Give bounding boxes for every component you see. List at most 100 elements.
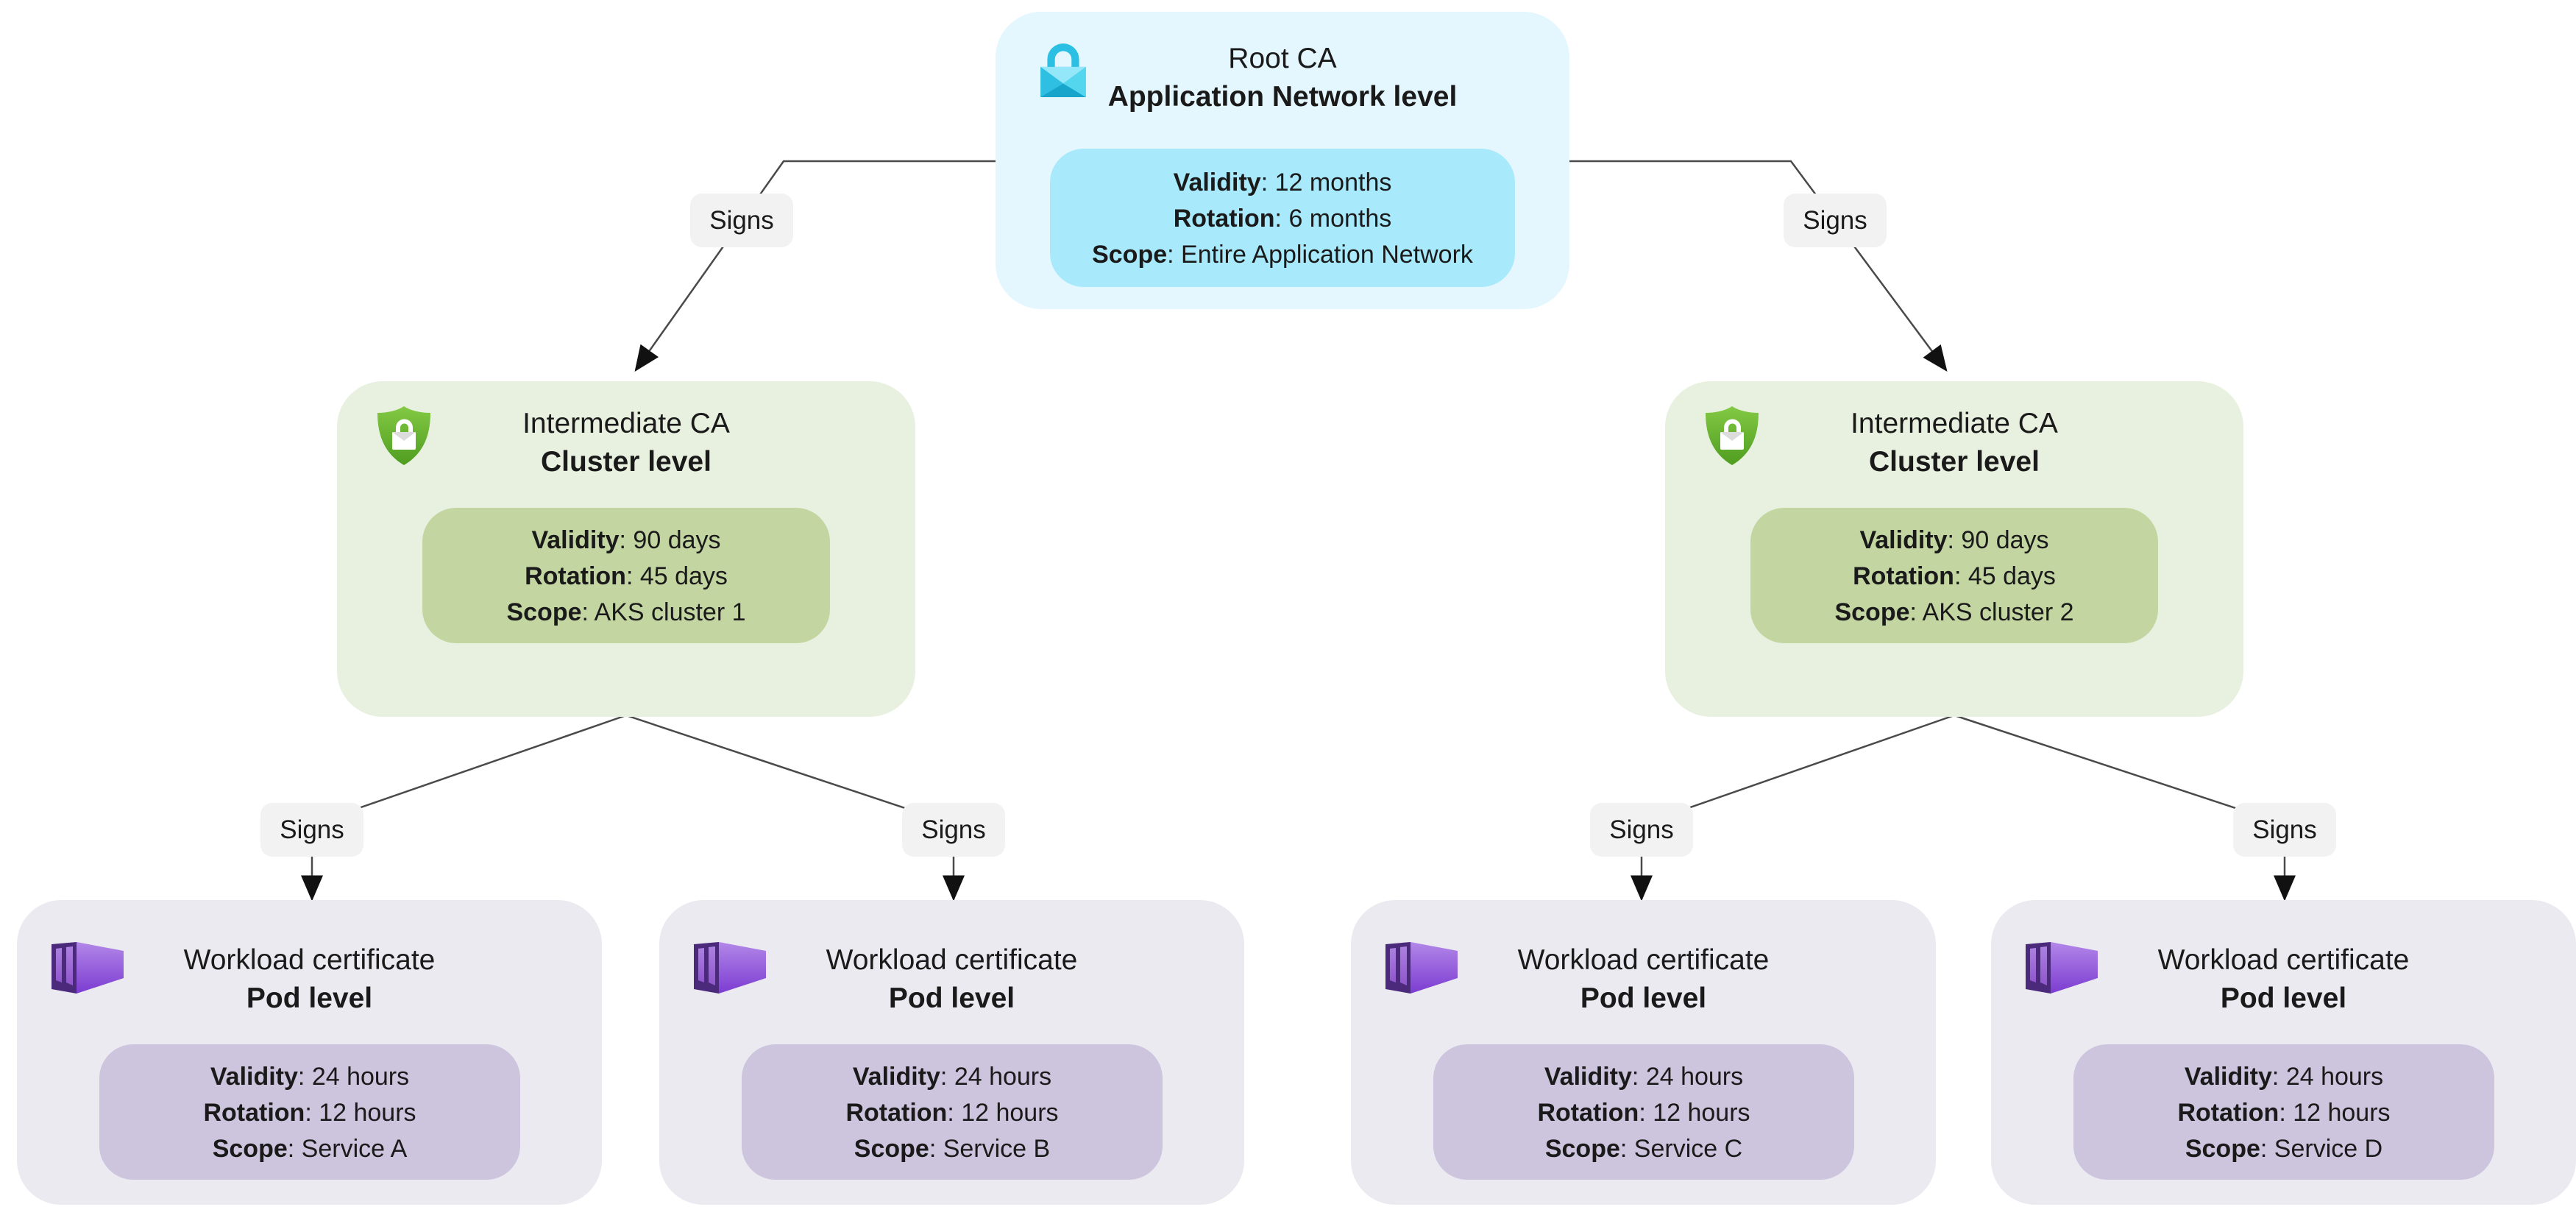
rotation-line: Rotation: 12 hours	[2073, 1095, 2494, 1131]
lock-icon	[1040, 43, 1086, 97]
rotation-line: Rotation: 12 hours	[1433, 1095, 1854, 1131]
container-icon	[2026, 942, 2098, 994]
scope-line: Scope: Service C	[1433, 1131, 1854, 1167]
field-value: : 12 hours	[2279, 1099, 2391, 1127]
root-ca-card: Root CA Application Network level Validi…	[996, 12, 1569, 309]
rotation-line: Rotation: 6 months	[1050, 201, 1515, 237]
workload1-cert-details: Validity: 24 hours Rotation: 12 hours Sc…	[99, 1044, 520, 1180]
field-label: Rotation	[525, 562, 626, 590]
field-label: Scope	[212, 1135, 288, 1163]
rotation-line: Rotation: 12 hours	[99, 1095, 520, 1131]
field-value: : 45 days	[625, 562, 728, 590]
intermediate-ca-2-card: Intermediate CA Cluster level Validity: …	[1665, 381, 2243, 717]
field-label: Validity	[1544, 1063, 1632, 1091]
field-label: Scope	[506, 598, 582, 626]
scope-line: Scope: Entire Application Network	[1050, 237, 1515, 273]
workload-cert-1-card: Workload certificate Pod level Validity:…	[17, 900, 602, 1205]
field-value: : Entire Application Network	[1167, 241, 1473, 269]
workload-cert-3-card: Workload certificate Pod level Validity:…	[1351, 900, 1936, 1205]
field-value: : 24 hours	[2271, 1063, 2384, 1091]
edge-root-to-intermediate1	[634, 160, 996, 372]
field-label: Validity	[1859, 526, 1948, 554]
workload4-cert-details: Validity: 24 hours Rotation: 12 hours Sc…	[2073, 1044, 2494, 1180]
shield-lock-icon	[377, 406, 430, 465]
field-label: Rotation	[1853, 562, 1954, 590]
field-label: Rotation	[845, 1099, 948, 1127]
validity-line: Validity: 12 months	[1050, 165, 1515, 201]
card-level: Pod level	[2220, 982, 2347, 1014]
field-label: Rotation	[2177, 1099, 2279, 1127]
field-label: Rotation	[203, 1099, 305, 1127]
rotation-line: Rotation: 45 days	[1750, 559, 2158, 595]
field-label: Validity	[2184, 1063, 2272, 1091]
scope-line: Scope: Service D	[2073, 1131, 2494, 1167]
field-label: Scope	[1092, 241, 1168, 269]
scope-line: Scope: Service A	[99, 1131, 520, 1167]
workload3-cert-details: Validity: 24 hours Rotation: 12 hours Sc…	[1433, 1044, 1854, 1180]
edge-intermediate2-to-signs3	[1645, 714, 1955, 824]
validity-line: Validity: 24 hours	[2073, 1059, 2494, 1095]
card-level: Application Network level	[1107, 81, 1458, 113]
workload2-cert-details: Validity: 24 hours Rotation: 12 hours Sc…	[742, 1044, 1163, 1180]
card-title: Root CA	[1228, 43, 1337, 74]
validity-line: Validity: 90 days	[1750, 523, 2158, 559]
card-level: Pod level	[888, 982, 1015, 1014]
field-value: : AKS cluster 1	[581, 598, 746, 626]
field-value: : 24 hours	[940, 1063, 1052, 1091]
signs-badge-int2-w4: Signs	[2233, 803, 2336, 857]
field-value: : AKS cluster 2	[1909, 598, 2074, 626]
field-label: Validity	[531, 526, 620, 554]
field-value: : 12 hours	[305, 1099, 416, 1127]
card-title: Workload certificate	[2157, 944, 2410, 976]
field-label: Validity	[1173, 169, 1261, 196]
field-value: : Service A	[287, 1135, 408, 1163]
validity-line: Validity: 24 hours	[99, 1059, 520, 1095]
field-value: : 12 hours	[1639, 1099, 1750, 1127]
card-title: Workload certificate	[826, 944, 1078, 976]
field-label: Rotation	[1173, 205, 1275, 233]
container-icon	[694, 942, 766, 994]
edge-intermediate1-to-signs2	[625, 714, 950, 824]
field-value: : Service B	[929, 1135, 1051, 1163]
field-value: : 6 months	[1274, 205, 1392, 233]
signs-badge-root-int1: Signs	[690, 194, 793, 247]
field-label: Scope	[2185, 1135, 2260, 1163]
validity-line: Validity: 90 days	[422, 523, 830, 559]
card-level: Cluster level	[1869, 446, 2040, 478]
field-value: : 24 hours	[297, 1063, 410, 1091]
field-value: : 12 hours	[947, 1099, 1059, 1127]
field-label: Scope	[1834, 598, 1910, 626]
signs-badge-int2-w3: Signs	[1590, 803, 1693, 857]
signs-badge-root-int2: Signs	[1784, 194, 1887, 247]
intermediate1-cert-details: Validity: 90 days Rotation: 45 days Scop…	[422, 508, 830, 643]
signs-badge-int1-w1: Signs	[260, 803, 363, 857]
container-icon	[52, 942, 124, 994]
field-value: : 12 months	[1260, 169, 1392, 196]
validity-line: Validity: 24 hours	[1433, 1059, 1854, 1095]
field-label: Validity	[852, 1063, 940, 1091]
container-icon	[1385, 942, 1458, 994]
field-label: Validity	[210, 1063, 298, 1091]
field-value: : 90 days	[619, 526, 721, 554]
scope-line: Scope: Service B	[742, 1131, 1163, 1167]
validity-line: Validity: 24 hours	[742, 1059, 1163, 1095]
scope-line: Scope: AKS cluster 1	[422, 595, 830, 631]
workload-cert-2-card: Workload certificate Pod level Validity:…	[659, 900, 1244, 1205]
workload-cert-4-card: Workload certificate Pod level Validity:…	[1991, 900, 2576, 1205]
card-title: Intermediate CA	[1851, 408, 2058, 439]
field-value: : 45 days	[1954, 562, 2056, 590]
root-cert-details: Validity: 12 months Rotation: 6 months S…	[1050, 149, 1515, 287]
field-value: : Service D	[2260, 1135, 2383, 1163]
field-label: Scope	[1544, 1135, 1620, 1163]
field-value: : 90 days	[1947, 526, 2049, 554]
card-title: Intermediate CA	[522, 408, 730, 439]
field-label: Scope	[854, 1135, 929, 1163]
card-title: Workload certificate	[183, 944, 436, 976]
shield-lock-icon	[1706, 406, 1759, 465]
rotation-line: Rotation: 12 hours	[742, 1095, 1163, 1131]
rotation-line: Rotation: 45 days	[422, 559, 830, 595]
intermediate-ca-1-card: Intermediate CA Cluster level Validity: …	[337, 381, 915, 717]
scope-line: Scope: AKS cluster 2	[1750, 595, 2158, 631]
